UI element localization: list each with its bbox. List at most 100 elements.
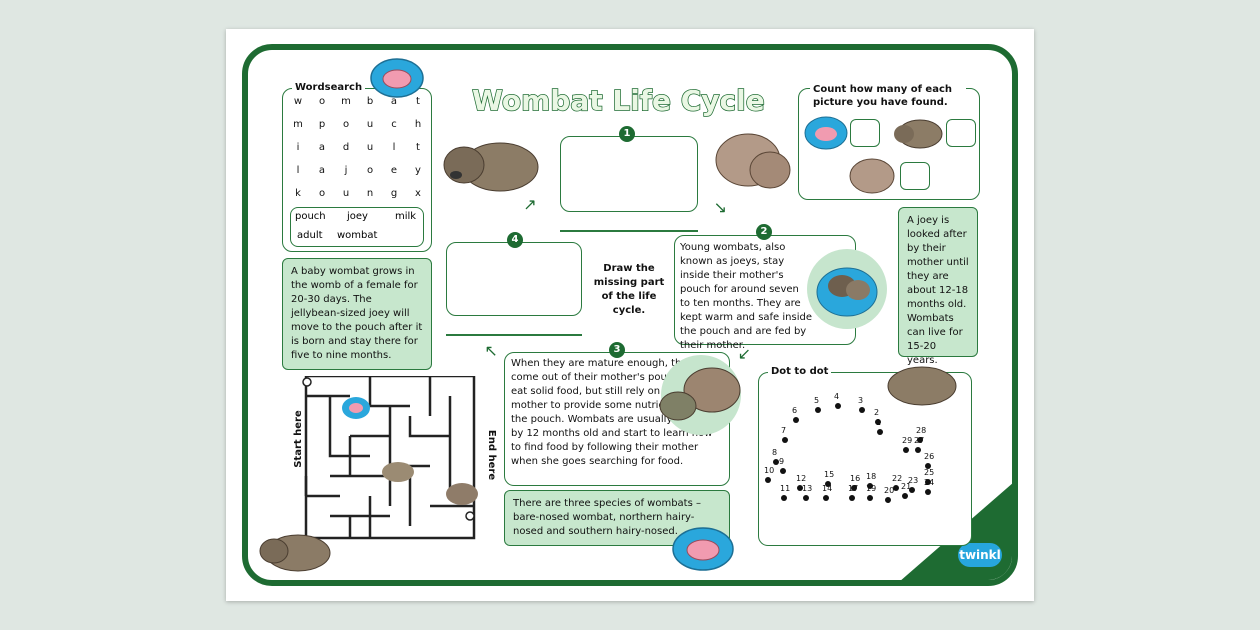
newborn-joey-icon (672, 527, 734, 571)
letter[interactable]: m (293, 119, 303, 130)
dot-label: 6 (792, 406, 798, 415)
dot-label: 23 (908, 476, 919, 485)
word-item: pouch (295, 211, 326, 222)
dot-point[interactable] (815, 407, 821, 413)
dot-point[interactable] (823, 495, 829, 501)
letter[interactable]: e (390, 165, 398, 176)
step-1-draw-box[interactable] (560, 136, 698, 212)
dot-point[interactable] (793, 417, 799, 423)
letter[interactable]: g (390, 188, 398, 199)
dot-label: 10 (764, 466, 775, 475)
letter[interactable]: p (318, 119, 326, 130)
dot-point[interactable] (925, 463, 931, 469)
step-4-draw-box[interactable] (446, 242, 582, 316)
dot-point[interactable] (877, 429, 883, 435)
dot-point[interactable] (765, 477, 771, 483)
letter[interactable]: k (295, 188, 301, 199)
dot-label: 11 (780, 484, 791, 493)
letter[interactable]: t (416, 142, 420, 153)
dot-point[interactable] (859, 407, 865, 413)
dot-point[interactable] (797, 485, 803, 491)
count-answer-box[interactable] (850, 119, 880, 147)
dot-label: 4 (834, 392, 840, 401)
dot-point[interactable] (851, 485, 857, 491)
dot-label: 12 (796, 474, 807, 483)
dot-label: 7 (781, 426, 787, 435)
dot-point[interactable] (825, 481, 831, 487)
dot-point[interactable] (867, 483, 873, 489)
wordsearch-heading: Wordsearch (292, 82, 366, 93)
dot-label: 28 (916, 426, 927, 435)
dot-label: 5 (814, 396, 820, 405)
count-answer-box[interactable] (946, 119, 976, 147)
letter[interactable]: c (391, 119, 397, 130)
dot-point[interactable] (925, 489, 931, 495)
maze[interactable] (290, 376, 480, 546)
maze-end-label: End here (486, 429, 498, 481)
adult-wombat-icon (443, 142, 539, 192)
letter[interactable]: o (366, 165, 374, 176)
dot-point[interactable] (885, 497, 891, 503)
letter[interactable]: a (318, 142, 326, 153)
letter[interactable]: y (415, 165, 421, 176)
letter[interactable]: j (344, 165, 348, 176)
wombat-icon (887, 366, 957, 406)
letter[interactable]: l (392, 142, 396, 153)
letter[interactable]: o (318, 96, 326, 107)
word-item: wombat (337, 230, 378, 241)
brand-logo: twinkl (958, 543, 1002, 567)
newborn-joey-icon (804, 116, 848, 150)
letter[interactable]: o (318, 188, 326, 199)
dot-label: 25 (924, 468, 935, 477)
letter[interactable]: o (342, 119, 350, 130)
dot-label: 29 (902, 436, 913, 445)
wordsearch-word-list: pouch joey milk adult wombat (290, 207, 424, 247)
dot-point[interactable] (902, 493, 908, 499)
count-answer-box[interactable] (900, 162, 930, 190)
letter[interactable]: a (318, 165, 326, 176)
letter[interactable]: a (390, 96, 398, 107)
letter[interactable]: i (296, 142, 300, 153)
letter[interactable]: h (414, 119, 422, 130)
dot-point[interactable] (903, 447, 909, 453)
mother-and-joey-icon (659, 355, 741, 435)
dot-label: 18 (866, 472, 877, 481)
dot-point[interactable] (909, 487, 915, 493)
dot-point[interactable] (893, 485, 899, 491)
letter[interactable]: m (341, 96, 351, 107)
page-title: Wombat Life Cycle (471, 83, 765, 118)
dot-point[interactable] (835, 403, 841, 409)
dot-label: 3 (858, 396, 864, 405)
dot-point[interactable] (781, 495, 787, 501)
dot-point[interactable] (917, 437, 923, 443)
letter[interactable]: b (366, 96, 374, 107)
writing-line (560, 230, 698, 232)
letter[interactable]: x (415, 188, 421, 199)
dot-point[interactable] (867, 495, 873, 501)
draw-prompt: Draw the missing part of the life cycle. (593, 263, 665, 316)
dot-point[interactable] (803, 495, 809, 501)
letter[interactable]: u (342, 188, 350, 199)
dot-point[interactable] (780, 468, 786, 474)
letter[interactable]: w (293, 96, 303, 107)
newborn-joey-icon (370, 58, 424, 98)
mother-wombat-icon (715, 133, 791, 189)
dot-label: 14 (822, 484, 833, 493)
letter[interactable]: n (366, 188, 374, 199)
dot-point[interactable] (925, 479, 931, 485)
dot-point[interactable] (875, 419, 881, 425)
count-heading: Count how many of each picture you have … (810, 83, 966, 109)
letter[interactable]: u (366, 142, 374, 153)
dot-point[interactable] (782, 437, 788, 443)
dot-point[interactable] (915, 447, 921, 453)
joey-fact-box: A joey is looked after by their mother u… (898, 207, 978, 366)
dot-point[interactable] (773, 459, 779, 465)
dot-point[interactable] (849, 495, 855, 501)
maze-start-label: Start here (292, 410, 304, 468)
letter[interactable]: u (366, 119, 374, 130)
letter[interactable]: d (342, 142, 350, 153)
letter[interactable]: t (416, 96, 420, 107)
letter[interactable]: l (296, 165, 300, 176)
